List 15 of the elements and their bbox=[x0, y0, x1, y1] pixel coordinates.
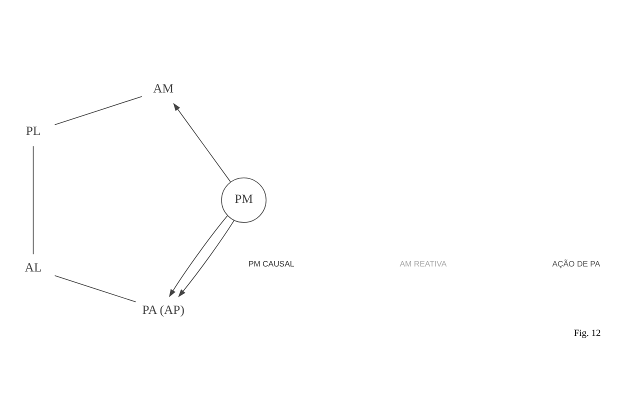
connector bbox=[54, 274, 136, 302]
node-text: AM bbox=[153, 80, 174, 95]
arrow bbox=[168, 214, 228, 297]
node-text: AL bbox=[24, 260, 42, 274]
label: AM REATIVA bbox=[400, 258, 447, 268]
connector bbox=[54, 96, 142, 125]
node-circle: PM bbox=[221, 176, 266, 222]
arrow bbox=[178, 220, 234, 297]
label: PM CAUSAL bbox=[248, 258, 294, 268]
caption: Fig. 12 bbox=[574, 328, 601, 338]
node-text: PL bbox=[26, 123, 41, 138]
arrow bbox=[173, 102, 231, 182]
connector bbox=[32, 145, 34, 254]
node-text: PA (AP) bbox=[142, 302, 184, 316]
label: AÇÃO DE PA bbox=[552, 258, 600, 268]
